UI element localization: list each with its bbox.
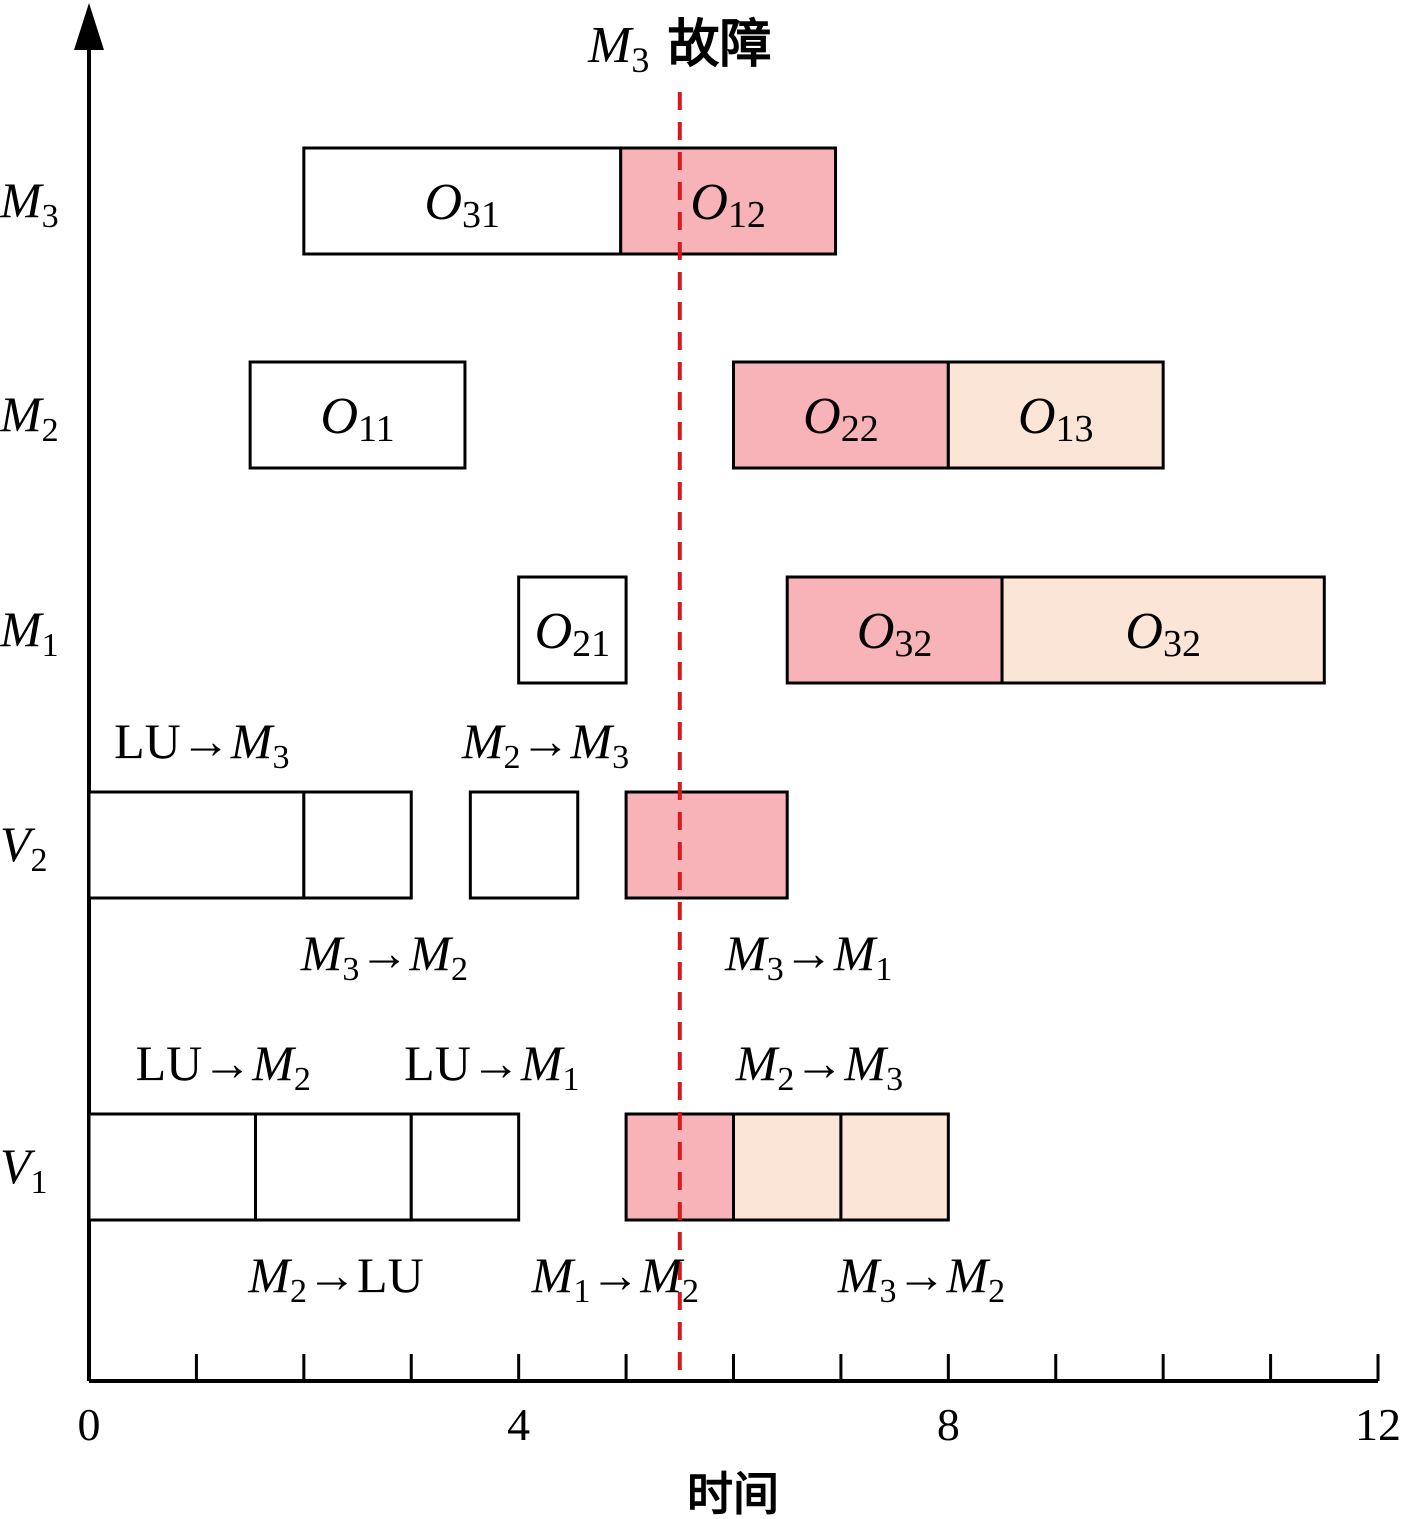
transport-label: M3→M1 xyxy=(724,925,892,988)
operation-label: O21 xyxy=(535,603,611,665)
transport-label-text: M3→M2 xyxy=(837,1247,1005,1310)
x-tick-label: 0 xyxy=(78,1399,101,1450)
task-bar xyxy=(946,360,1165,470)
row-label-m1: M1 xyxy=(0,601,59,664)
task-bar xyxy=(839,1112,950,1222)
transport-label: M2→M3 xyxy=(461,713,629,776)
task-bar xyxy=(732,1112,843,1222)
transport-label: M2→M3 xyxy=(735,1035,903,1098)
transport-label: M1→M2 xyxy=(531,1247,699,1310)
x-tick-label: 8 xyxy=(937,1399,960,1450)
task-bar xyxy=(619,146,838,256)
axes-group: 0 4 8 12 xyxy=(74,3,1401,1450)
operation-label: O32 xyxy=(857,603,933,665)
y-axis-arrow-icon xyxy=(74,3,104,50)
x-axis-label: 时间 xyxy=(687,1467,779,1519)
fault-group: M3 故障 xyxy=(587,15,772,1381)
operation-label: O31 xyxy=(424,174,500,236)
transport-label-text: M2→M3 xyxy=(461,713,629,776)
task-bar xyxy=(302,146,623,256)
transport-label: LU→M1 xyxy=(404,1035,579,1098)
transport-label: M2→LU xyxy=(247,1247,423,1310)
transport-label: M3→M2 xyxy=(837,1247,1005,1310)
row-label-m3: M3 xyxy=(0,172,59,235)
task-bar xyxy=(1000,575,1326,685)
task-bar xyxy=(248,360,467,470)
operation-label: O12 xyxy=(690,174,766,236)
fault-title: M3 故障 xyxy=(587,15,771,80)
task-bar xyxy=(409,1112,521,1222)
transport-label-text: M2→LU xyxy=(247,1247,423,1310)
task-bar xyxy=(785,575,1004,685)
task-bar xyxy=(87,790,306,900)
row-label-v1: V1 xyxy=(0,1138,48,1201)
transport-label-text: M3→M2 xyxy=(300,925,468,988)
transport-label: LU→M2 xyxy=(136,1035,311,1098)
operation-label: O32 xyxy=(1125,603,1201,665)
task-bar xyxy=(302,790,413,900)
x-tick-label: 4 xyxy=(507,1399,530,1450)
task-bar xyxy=(624,790,789,900)
task-bar xyxy=(468,790,580,900)
transport-label-text: LU→M3 xyxy=(114,713,289,776)
task-bar xyxy=(517,575,628,685)
x-tick-label: 12 xyxy=(1355,1399,1401,1450)
row-label-v2: V2 xyxy=(0,816,48,879)
transport-label-text: M2→M3 xyxy=(735,1035,903,1098)
task-bar xyxy=(87,1112,257,1222)
row-label-m2: M2 xyxy=(0,386,59,449)
operation-label: O22 xyxy=(803,388,879,450)
transport-label-text: LU→M2 xyxy=(136,1035,311,1098)
task-bar xyxy=(732,360,950,470)
transport-label: LU→M3 xyxy=(114,713,289,776)
transport-label: M3→M2 xyxy=(300,925,468,988)
transport-label-text: M1→M2 xyxy=(531,1247,699,1310)
transport-label-text: M3→M1 xyxy=(724,925,892,988)
operation-label: O11 xyxy=(320,388,394,450)
operation-label: O13 xyxy=(1018,388,1094,450)
transport-label-text: LU→M1 xyxy=(404,1035,579,1098)
task-bar xyxy=(253,1112,413,1222)
